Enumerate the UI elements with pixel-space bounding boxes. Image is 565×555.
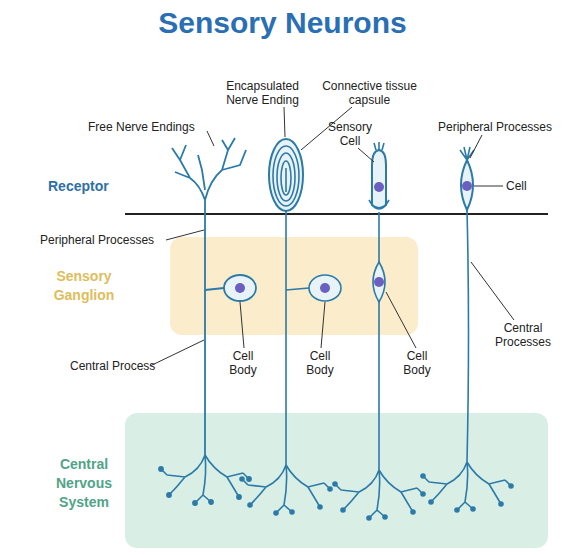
encapsulated-neuron <box>277 153 295 201</box>
encapsulated-neuron <box>240 139 341 515</box>
region-name: Sensory Ganglion <box>46 267 122 305</box>
sensory-cell-neuron <box>374 277 384 287</box>
encapsulated-neuron <box>240 465 332 515</box>
leader-lines <box>240 302 244 348</box>
leader-lines <box>474 186 503 187</box>
part-label: Free Nerve Endings <box>88 120 218 134</box>
bipolar-neuron <box>421 462 513 512</box>
sensory-cell-neuron <box>333 142 425 520</box>
leader-lines <box>386 292 416 348</box>
part-label: Encapsulated Nerve Ending <box>215 79 310 107</box>
part-label: Cell Body <box>220 349 266 377</box>
part-label: Central Processes <box>488 321 558 349</box>
diagram-title: Sensory Neurons <box>0 6 565 40</box>
part-label: Cell <box>506 179 546 193</box>
leader-lines <box>321 302 325 348</box>
encapsulated-neuron <box>309 275 341 301</box>
region-name: Central Nervous System <box>46 455 122 512</box>
sensory-cell-neuron <box>373 262 385 302</box>
part-label: Connective tissue capsule <box>322 79 417 107</box>
sensory-cell-neuron <box>333 470 425 520</box>
encapsulated-neuron <box>273 146 299 206</box>
sensory-cell-neuron <box>374 182 384 192</box>
encapsulated-neuron <box>269 139 303 211</box>
sensory-cell-neuron <box>374 142 384 150</box>
encapsulated-neuron <box>286 210 309 465</box>
part-label: Cell Body <box>297 349 343 377</box>
bipolar-neuron <box>461 160 473 210</box>
sensory-cell-neuron <box>372 150 386 208</box>
bipolar-neuron <box>421 147 513 512</box>
bipolar-neuron <box>467 210 469 462</box>
encapsulated-neuron <box>320 283 330 293</box>
part-label: Sensory Cell <box>322 120 378 148</box>
leader-lines <box>166 230 204 240</box>
sensory-cell-neuron <box>369 200 389 209</box>
leader-lines <box>207 131 214 146</box>
leader-lines <box>358 148 374 162</box>
receptor-boundary <box>125 213 548 215</box>
sensory-cell-neuron <box>378 212 380 470</box>
free-nerve-neuron <box>224 275 256 301</box>
part-label: Peripheral Processes <box>430 120 560 134</box>
leader-lines <box>470 135 482 158</box>
free-nerve-neuron <box>159 455 251 505</box>
leader-lines <box>284 107 285 137</box>
part-label: Cell Body <box>394 349 440 377</box>
leader-lines <box>471 262 514 320</box>
leader-lines <box>150 107 514 366</box>
free-nerve-neuron <box>159 138 256 505</box>
free-nerve-neuron <box>205 288 224 290</box>
encapsulated-neuron <box>281 161 291 195</box>
leader-lines <box>150 340 204 366</box>
part-label: Peripheral Processes <box>40 233 170 247</box>
part-label: Central Process <box>70 359 170 373</box>
bipolar-neuron <box>462 181 472 191</box>
free-nerve-neuron <box>235 283 245 293</box>
zone-label: Receptor <box>48 177 128 195</box>
encapsulated-neuron <box>285 168 287 192</box>
